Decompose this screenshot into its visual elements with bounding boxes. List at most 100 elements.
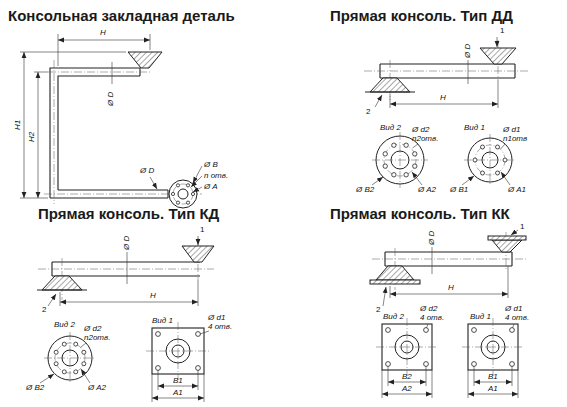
straight-cantilever-dd-stroke	[497, 37, 498, 47]
dimension-label: Ø d2	[84, 325, 101, 333]
bolt-hole	[424, 362, 429, 367]
bolt-hole	[74, 342, 78, 346]
bolt-hole	[386, 328, 391, 333]
straight-cantilever-kk-stroke	[432, 247, 433, 274]
dimension-label: Ø D	[123, 236, 131, 250]
bolt-holes	[54, 143, 514, 374]
straight-cantilever-kk-stroke	[468, 394, 518, 395]
straight-cantilever-dd-stroke	[390, 80, 498, 108]
dimension-label: Вид 1	[464, 124, 485, 132]
straight-cantilever-kk-stroke	[474, 382, 512, 383]
dimension-label: n1отв	[503, 135, 527, 143]
callout-number: 1	[500, 27, 504, 35]
bolt-hole	[176, 201, 179, 204]
dimension-label: H	[100, 29, 106, 37]
embedded-cantilever-stroke	[193, 187, 202, 192]
embedded-cantilever	[20, 34, 202, 208]
straight-cantilever-dd-stroke	[372, 177, 383, 185]
straight-cantilever-kk-stroke	[468, 364, 518, 398]
bolt-hole	[404, 143, 408, 147]
dimension-label: A1	[488, 385, 498, 393]
straight-cantilever-kd-stroke	[60, 302, 198, 303]
bolt-hole	[496, 145, 500, 149]
bolt-hole	[176, 184, 179, 187]
bolt-hole	[404, 173, 408, 177]
straight-cantilever-kd-stroke	[127, 252, 128, 284]
straight-cantilever-dd-stroke	[412, 172, 422, 185]
straight-cantilever-dd-stroke	[364, 40, 530, 100]
embedded-cantilever-stroke	[50, 68, 168, 198]
dimension-label: Ø B2	[356, 186, 374, 194]
dimension-label: Вид 1	[152, 317, 173, 325]
callout-number: 2	[366, 108, 370, 116]
bolt-hole	[156, 366, 161, 371]
bolt-hole	[472, 362, 477, 367]
straight-cantilever-dd-stroke	[480, 48, 516, 64]
bolt-hole	[392, 143, 396, 147]
callout-number: 2	[42, 306, 46, 314]
dimension-label: n2отв.	[84, 334, 110, 342]
straight-cantilever-dd-stroke	[375, 95, 382, 107]
embedded-cantilever-stroke	[24, 52, 25, 198]
dimension-label: Ø d1	[503, 126, 520, 134]
straight-cantilever-kd-stroke	[198, 236, 199, 245]
dimension-label: H	[150, 292, 156, 300]
embedded-cantilever-stroke	[58, 40, 150, 41]
straight-cantilever-kk-stroke	[382, 394, 432, 395]
dimension-label: Ø B1	[450, 186, 468, 194]
straight-cantilever-kk-stroke	[382, 364, 432, 398]
bolt-hole	[171, 192, 174, 195]
dimension-label: B1	[488, 373, 498, 381]
straight-cantilever-dd-stroke	[390, 104, 498, 105]
panel-heading: Прямая консоль. Тип КК	[330, 206, 510, 221]
straight-cantilever-kd-stroke	[81, 369, 90, 383]
embedded-cantilever-stroke	[178, 189, 188, 199]
straight-cantilever-kk-stroke	[376, 318, 438, 376]
panel-heading: Прямая консоль. Тип КД	[38, 206, 219, 221]
dimension-label: Вид 1	[470, 313, 491, 321]
panel-heading: Прямая консоль. Тип ДД	[330, 8, 513, 23]
bolt-hole	[510, 362, 515, 367]
bolt-hole	[473, 158, 477, 162]
straight-cantilever-kk-stroke	[462, 318, 524, 376]
bolt-hole	[413, 152, 417, 156]
dimension-label: Ø d1	[505, 305, 522, 313]
straight-cantilever-kd-stroke	[42, 276, 82, 290]
straight-cantilever-dd-stroke	[462, 176, 474, 185]
dimension-label: Ø A2	[88, 384, 106, 392]
straight-cantilever-kd-stroke	[200, 331, 209, 334]
dimension-label: A2	[402, 385, 412, 393]
dimension-label: Ø D	[140, 167, 154, 175]
straight-cantilever-kd-stroke	[81, 343, 86, 347]
embedded-cantilever-stroke	[20, 34, 150, 198]
straight-cantilever-dd	[364, 37, 530, 188]
straight-cantilever-kd-stroke	[40, 374, 54, 383]
dimension-label: Ø B	[204, 161, 218, 169]
bolt-hole	[196, 332, 201, 337]
straight-cantilever-dd-stroke	[501, 172, 510, 185]
dimension-label: H	[448, 284, 454, 292]
embedded-cantilever-stroke	[173, 184, 193, 204]
bolt-hole	[62, 342, 66, 346]
bolt-hole	[472, 328, 477, 333]
dimension-label: Ø D	[428, 231, 436, 245]
embedded-cantilever-stroke	[38, 72, 39, 198]
bolt-hole	[82, 350, 86, 354]
embedded-cantilever-stroke	[169, 180, 197, 208]
embedded-cantilever-stroke	[150, 177, 157, 189]
straight-cantilever-kd-stroke	[152, 398, 204, 399]
straight-cantilever-kd-stroke	[37, 289, 87, 290]
straight-cantilever-kd-stroke	[146, 322, 210, 380]
straight-cantilever-kk-stroke	[511, 230, 518, 235]
dimension-label: B1	[173, 377, 183, 385]
straight-cantilever-kk	[370, 230, 528, 398]
straight-cantilever-kd-stroke	[158, 386, 198, 387]
dimension-label: Ø d1	[208, 314, 225, 322]
straight-cantilever-kk-stroke	[376, 266, 414, 280]
dimension-label: Вид 2	[54, 321, 75, 329]
bolt-hole	[496, 171, 500, 175]
dimension-label: Вид 2	[380, 124, 401, 132]
straight-cantilever-kk-stroke	[390, 266, 508, 298]
